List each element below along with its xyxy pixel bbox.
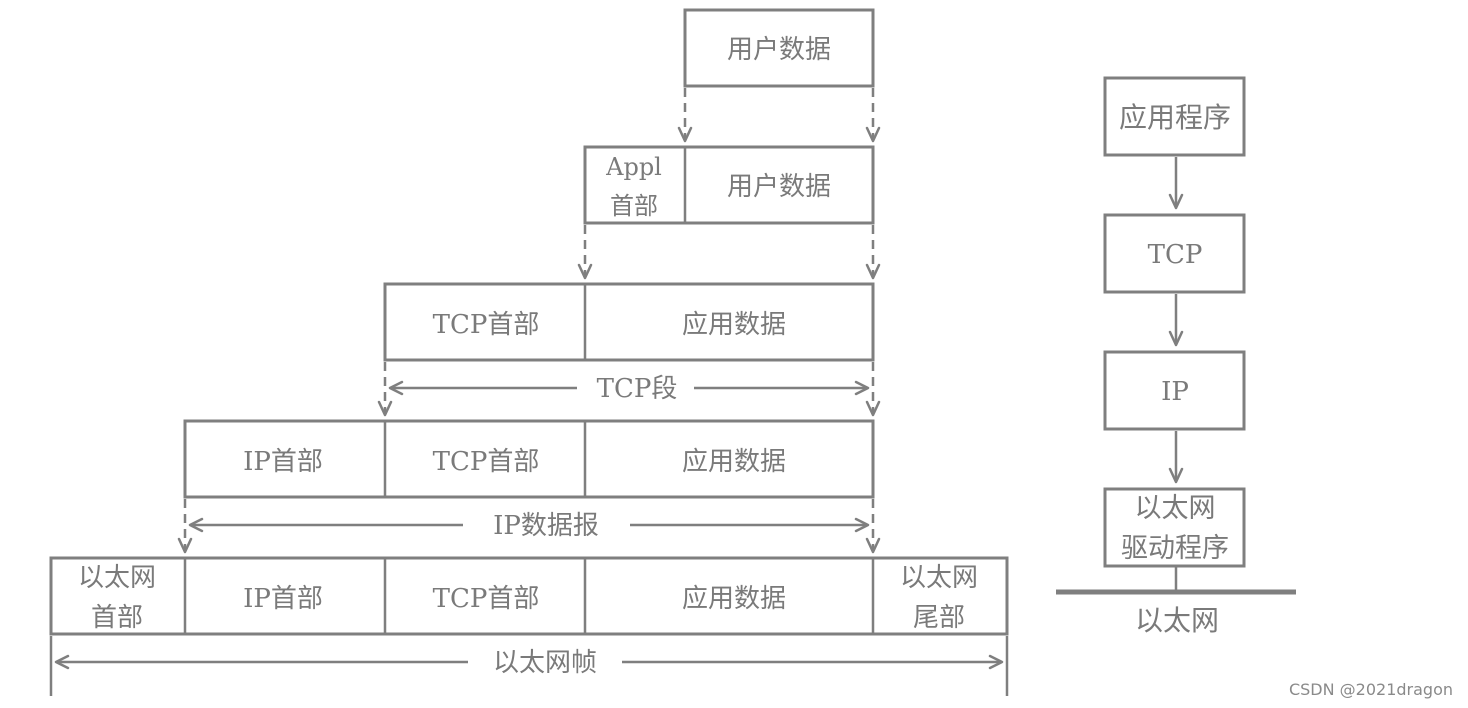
ethernet-bus-label: 以太网 xyxy=(1135,604,1219,637)
stack-tcp-box xyxy=(1103,213,1246,294)
arrow-head xyxy=(988,654,1004,670)
row4-ip-header-label: IP首部 xyxy=(243,447,323,477)
arrow-head xyxy=(577,263,593,280)
arrow-head xyxy=(865,263,881,280)
arrow-head xyxy=(1168,467,1184,484)
row5-box xyxy=(49,556,1009,636)
arrow-head xyxy=(865,537,881,554)
arrow-head xyxy=(865,400,881,417)
row5-eth-header-label-line1: 以太网 xyxy=(78,563,156,593)
arrow-head xyxy=(854,517,870,533)
row5-app-data-label: 应用数据 xyxy=(682,584,786,614)
arrow-head xyxy=(377,400,393,417)
arrow-head xyxy=(865,126,881,143)
row3-tcp-header-label: TCP首部 xyxy=(433,310,540,340)
arrow-head xyxy=(1168,193,1184,210)
row5-tcp-header-label: TCP首部 xyxy=(433,584,540,614)
stack-ip-box xyxy=(1103,350,1246,431)
row4-app-data-label: 应用数据 xyxy=(682,447,786,477)
stack-app-box xyxy=(1103,76,1246,157)
arrow-head xyxy=(1168,330,1184,347)
stack-ip-label: IP xyxy=(1161,377,1189,407)
stack-driver-label-line2: 驱动程序 xyxy=(1121,533,1229,564)
row1-user-data-label: 用户数据 xyxy=(727,35,831,65)
stack-app-label: 应用程序 xyxy=(1119,101,1231,134)
arrow-head xyxy=(677,126,693,143)
watermark: CSDN @2021dragon xyxy=(1289,680,1453,699)
row1-user-data-box xyxy=(683,8,875,88)
stack-driver-label-line1: 以太网 xyxy=(1135,493,1216,524)
ip-datagram-label: IP数据报 xyxy=(493,511,599,541)
row3-box xyxy=(383,282,875,362)
row5-ip-header-label: IP首部 xyxy=(243,584,323,614)
row2-user-data-label: 用户数据 xyxy=(727,172,831,202)
row4-tcp-header-label: TCP首部 xyxy=(433,447,540,477)
arrow-head xyxy=(177,537,193,554)
arrow-head xyxy=(188,517,204,533)
arrow-head xyxy=(388,380,404,396)
row5-eth-trailer-label-line2: 尾部 xyxy=(913,603,965,633)
row2-appl-header-label-line1: Appl xyxy=(605,153,662,181)
row2-box xyxy=(583,145,875,225)
row4-box xyxy=(183,419,875,499)
tcp-segment-label: TCP段 xyxy=(597,374,678,404)
row2-appl-header-label-line2: 首部 xyxy=(610,192,658,220)
ethernet-frame-label: 以太网帧 xyxy=(493,648,597,678)
stack-tcp-label: TCP xyxy=(1148,240,1203,270)
row5-eth-trailer-label-line1: 以太网 xyxy=(900,563,978,593)
arrow-head xyxy=(54,654,70,670)
arrow-head xyxy=(854,380,870,396)
row3-app-data-label: 应用数据 xyxy=(682,310,786,340)
stack-driver-box xyxy=(1103,487,1246,568)
row5-eth-header-label-line2: 首部 xyxy=(91,603,143,633)
